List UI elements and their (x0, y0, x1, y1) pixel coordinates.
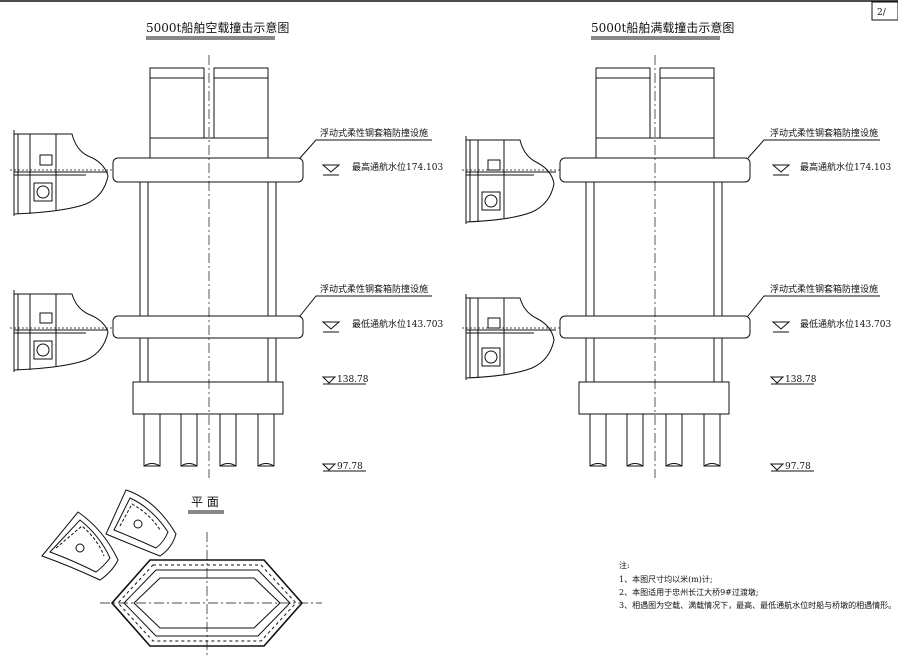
note-item-1: 1、本图尺寸均以米(m)计; (619, 574, 713, 584)
water-level-high: 最高通航水位174.103 (352, 161, 443, 173)
pier-shaft-right-lower (267, 337, 277, 383)
pier-shaft-left-lower (139, 337, 149, 383)
plan-title: 平 面 (191, 495, 219, 509)
pile-break-marks (589, 463, 721, 467)
page-number: 2/ (877, 8, 887, 18)
elevation-full-load: 5000t船舶满载撞击示意图 浮动式柔性钢套箱防撞设施 浮动式柔性钢套箱防撞设施… (462, 20, 891, 478)
note-item-2: 2、本图适用于忠州长江大桥9#过渡墩; (619, 587, 759, 597)
pier-shaft-right (267, 181, 277, 317)
pile-3 (665, 413, 683, 467)
pile-1 (589, 413, 607, 467)
pier-column-upper-right (213, 77, 269, 139)
water-level-symbol-low (321, 321, 341, 330)
pier-column-upper-right (659, 77, 715, 139)
bearing-block-left (149, 67, 205, 79)
leader-lower (299, 295, 432, 317)
pier-shaft-left-lower (585, 337, 595, 383)
leader-upper (747, 139, 880, 159)
pier-column-upper-left (595, 77, 651, 139)
upper-fender (112, 157, 304, 183)
pile-3 (219, 413, 237, 467)
diagram-title: 5000t船舶空载撞击示意图 (146, 20, 289, 35)
elevation-empty-load: 5000t船舶空载撞击示意图 浮动式柔性钢套箱防撞设施 浮动式柔性钢套箱防撞设施 (10, 20, 443, 478)
pier-column-upper-left (149, 77, 205, 139)
ship-hull-lower (10, 290, 112, 372)
ship-hull-upper (10, 130, 112, 216)
elevation-symbol-pile (321, 463, 337, 471)
elevation-symbol-pile (769, 463, 785, 471)
pier-shaft-right (713, 181, 723, 317)
pile-cap (578, 381, 730, 415)
bearing-block-left (595, 67, 651, 79)
elevation-symbol-cap (321, 376, 337, 384)
bearing-block-right (213, 67, 269, 79)
notes-block: 注: 1、本图尺寸均以米(m)计; 2、本图适用于忠州长江大桥9#过渡墩; 3、… (619, 560, 896, 610)
leader-lower (747, 295, 880, 317)
fender-label-lower: 浮动式柔性钢套箱防撞设施 (770, 283, 878, 295)
elevation-symbol-cap (769, 376, 785, 384)
leader-upper (299, 139, 432, 159)
water-level-high: 最高通航水位174.103 (800, 161, 891, 173)
pile-4 (703, 413, 721, 467)
bearing-block-right (659, 67, 715, 79)
elevation-pile: 97.78 (337, 462, 363, 472)
water-level-low: 最低通航水位143.703 (800, 318, 891, 330)
fender-ring-mid (123, 569, 291, 637)
water-level-symbol-high (321, 164, 341, 173)
pile-cap (132, 381, 284, 415)
pier-shaft-left (585, 181, 595, 317)
notes-heading: 注: (619, 560, 630, 570)
elevation-cap: 138.78 (785, 375, 817, 385)
fender-label-upper: 浮动式柔性钢套箱防撞设施 (770, 127, 878, 139)
pile-4 (257, 413, 275, 467)
pier-shaft-right-lower (713, 337, 723, 383)
fender-ring-compartments (117, 564, 297, 642)
ship-hull-upper (462, 136, 562, 224)
diagram-title: 5000t船舶满载撞击示意图 (591, 20, 734, 35)
pile-2 (180, 413, 198, 467)
pile-break-marks (143, 463, 275, 467)
pier-shaft-left (139, 181, 149, 317)
lower-fender (559, 315, 751, 339)
ship-bow-plan-right (105, 489, 177, 557)
fender-label-upper: 浮动式柔性钢套箱防撞设施 (320, 127, 428, 139)
lower-fender (112, 315, 304, 339)
fender-label-lower: 浮动式柔性钢套箱防撞设施 (320, 283, 428, 295)
pile-2 (626, 413, 644, 467)
elevation-pile: 97.78 (785, 462, 811, 472)
note-item-3: 3、相遇图为空载、满载情况下，最高、最低通航水位时船与桥墩的相遇情形。 (619, 600, 896, 610)
fender-ring-outer (110, 559, 304, 647)
pile-1 (143, 413, 161, 467)
fender-ring-inner (133, 577, 281, 629)
water-level-symbol-high (771, 164, 791, 173)
page-number-box (871, 1, 898, 21)
ship-hull-lower (462, 294, 562, 380)
water-level-low: 最低通航水位143.703 (352, 318, 443, 330)
plan-view: 平 面 (41, 489, 322, 658)
elevation-cap: 138.78 (337, 375, 369, 385)
water-level-symbol-low (771, 321, 791, 330)
ship-bow-plan-left (41, 511, 119, 581)
